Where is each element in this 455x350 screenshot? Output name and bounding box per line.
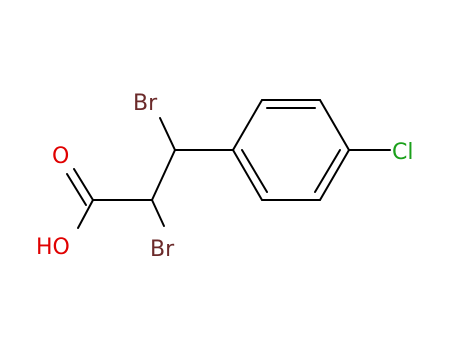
atom-br-top: Br bbox=[133, 91, 158, 116]
bond-c1-o-double-b bbox=[66, 173, 87, 206]
bond-c2-br bbox=[151, 199, 165, 227]
ring-inner-3 bbox=[241, 149, 268, 193]
ring-inner-2 bbox=[314, 149, 341, 193]
bonds bbox=[66, 99, 391, 229]
atom-cl: Cl bbox=[392, 140, 413, 165]
bond-c1-oh bbox=[77, 199, 94, 229]
atom-labels: Br Br Cl O HO bbox=[36, 91, 413, 262]
bond-c1-o-double-a bbox=[73, 168, 94, 201]
ring-bond-6 bbox=[232, 149, 263, 201]
ring-bond-3 bbox=[319, 99, 350, 151]
atom-o-carbonyl: O bbox=[52, 144, 69, 169]
ring-bond-1 bbox=[232, 99, 263, 151]
atom-oh: HO bbox=[36, 235, 70, 260]
bond-c3-br bbox=[159, 117, 176, 151]
atom-br-bottom: Br bbox=[150, 237, 175, 262]
bond-c2-c3 bbox=[151, 149, 176, 201]
ring-bond-4 bbox=[319, 149, 350, 201]
